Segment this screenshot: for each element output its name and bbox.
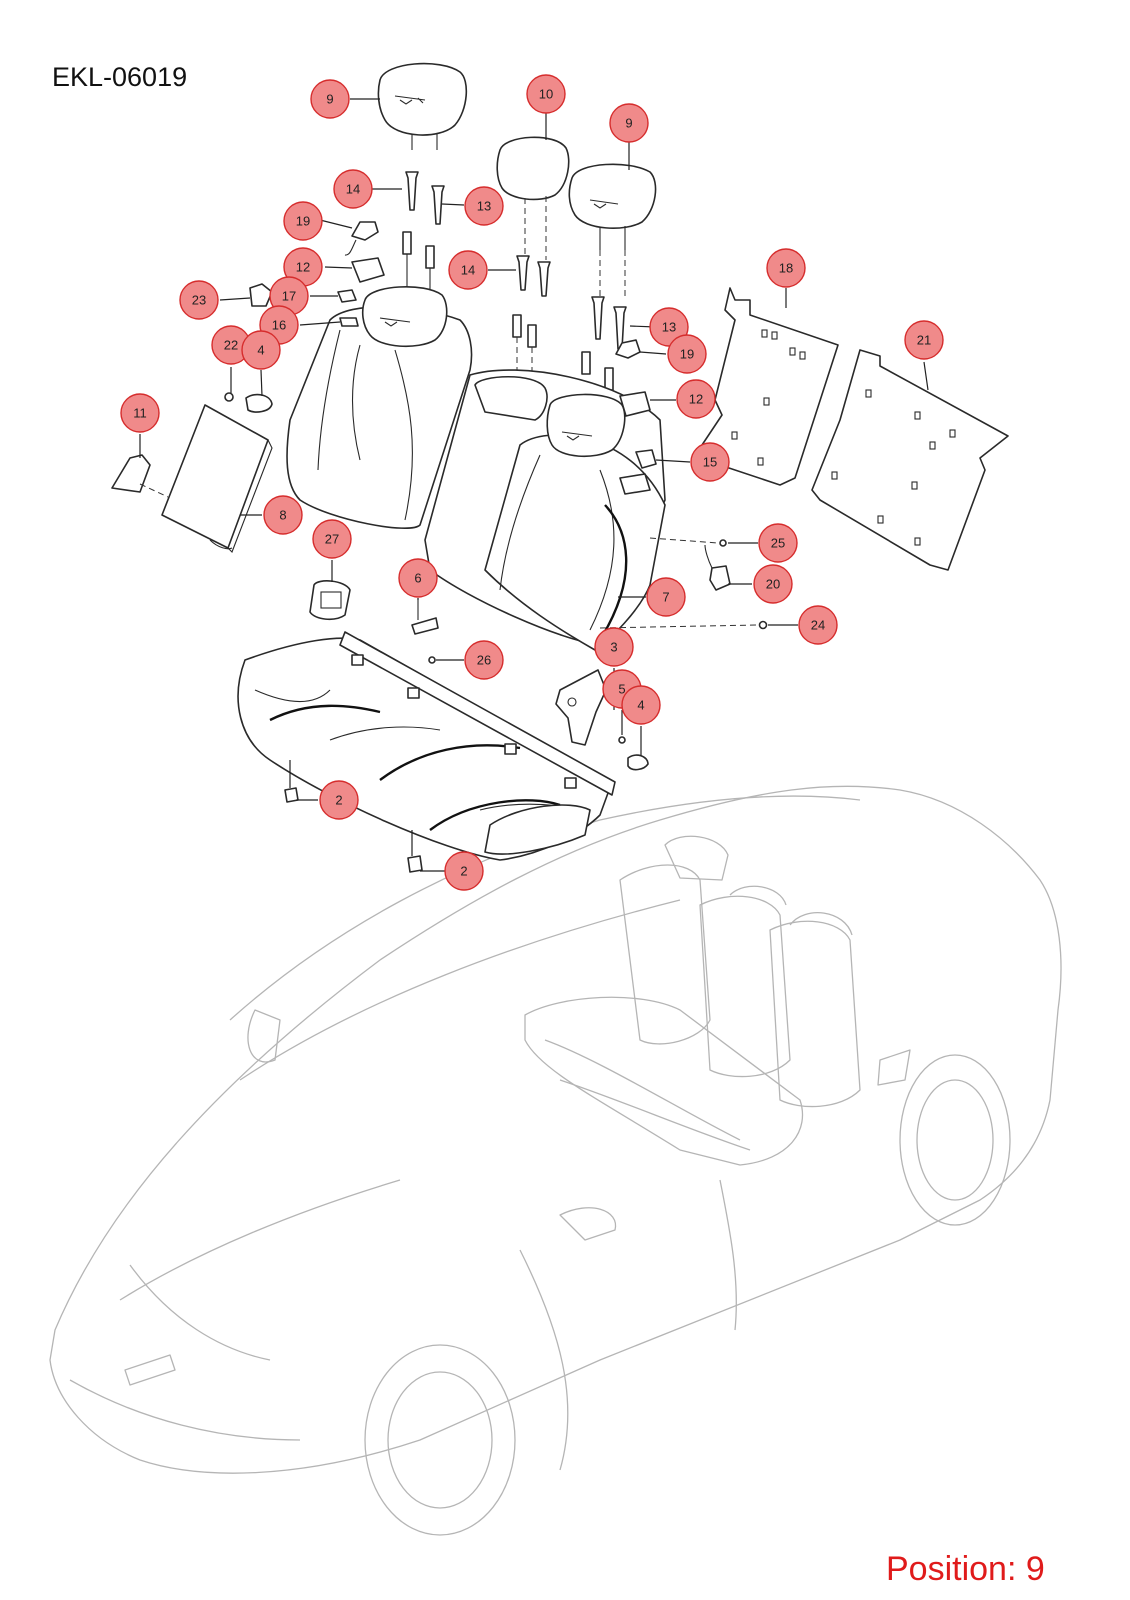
svg-text:2: 2 bbox=[460, 864, 467, 879]
callout-6: 6 bbox=[398, 558, 438, 598]
seatback-left bbox=[286, 286, 473, 529]
svg-text:5: 5 bbox=[618, 682, 625, 697]
svg-text:21: 21 bbox=[917, 333, 931, 348]
callout-8: 8 bbox=[263, 495, 303, 535]
callout-9-left: 9 bbox=[310, 79, 350, 119]
svg-text:11: 11 bbox=[133, 406, 147, 421]
callout-18: 18 bbox=[766, 248, 806, 288]
svg-text:27: 27 bbox=[325, 532, 339, 547]
callout-2-lower: 2 bbox=[444, 851, 484, 891]
callout-13-left: 13 bbox=[464, 186, 504, 226]
svg-text:7: 7 bbox=[662, 590, 669, 605]
headrest-guides-left bbox=[402, 171, 445, 290]
svg-text:2: 2 bbox=[335, 793, 342, 808]
svg-text:18: 18 bbox=[779, 261, 793, 276]
callout-12-right: 12 bbox=[676, 379, 716, 419]
svg-text:9: 9 bbox=[326, 92, 333, 107]
back-panel-right bbox=[811, 349, 1009, 571]
svg-text:9: 9 bbox=[625, 116, 632, 131]
svg-text:10: 10 bbox=[539, 87, 553, 102]
svg-text:12: 12 bbox=[296, 260, 310, 275]
svg-text:19: 19 bbox=[680, 347, 694, 362]
small-parts bbox=[224, 221, 768, 873]
diagram-code: EKL-06019 bbox=[52, 62, 188, 92]
callout-4-right: 4 bbox=[621, 685, 661, 725]
callout-2-upper: 2 bbox=[319, 780, 359, 820]
callout-11: 11 bbox=[120, 393, 160, 433]
svg-text:14: 14 bbox=[346, 182, 360, 197]
callout-9-right: 9 bbox=[609, 103, 649, 143]
position-label: Position: 9 bbox=[886, 1550, 1045, 1588]
svg-text:19: 19 bbox=[296, 214, 310, 229]
callout-26: 26 bbox=[464, 640, 504, 680]
svg-text:26: 26 bbox=[477, 653, 491, 668]
seatback-right bbox=[424, 369, 666, 651]
callouts: 9 10 9 14 13 19 12 23 17 16 22 4 11 8 14… bbox=[120, 74, 944, 891]
svg-text:13: 13 bbox=[662, 320, 676, 335]
svg-text:20: 20 bbox=[766, 577, 780, 592]
svg-text:25: 25 bbox=[771, 536, 785, 551]
callout-7: 7 bbox=[646, 577, 686, 617]
svg-text:8: 8 bbox=[279, 508, 286, 523]
leader-lines bbox=[139, 98, 929, 872]
svg-text:24: 24 bbox=[811, 618, 825, 633]
seat-cushion bbox=[237, 631, 616, 861]
car-illustration bbox=[49, 785, 1062, 1536]
svg-text:4: 4 bbox=[637, 698, 644, 713]
callout-19-left: 19 bbox=[283, 201, 323, 241]
callout-14-left: 14 bbox=[333, 169, 373, 209]
callout-3: 3 bbox=[594, 627, 634, 667]
svg-text:4: 4 bbox=[257, 343, 264, 358]
back-panel-left bbox=[699, 287, 839, 486]
svg-text:6: 6 bbox=[414, 571, 421, 586]
svg-text:22: 22 bbox=[224, 338, 238, 353]
callout-25: 25 bbox=[758, 523, 798, 563]
headrest-right bbox=[568, 163, 657, 300]
callout-23: 23 bbox=[179, 280, 219, 320]
svg-text:23: 23 bbox=[192, 293, 206, 308]
svg-text:16: 16 bbox=[272, 318, 286, 333]
svg-text:3: 3 bbox=[610, 640, 617, 655]
headrest-guides-center bbox=[512, 255, 551, 380]
bracket-left bbox=[111, 454, 169, 498]
callout-27: 27 bbox=[312, 519, 352, 559]
callout-20: 20 bbox=[753, 564, 793, 604]
callout-19-right: 19 bbox=[667, 334, 707, 374]
callout-15: 15 bbox=[690, 442, 730, 482]
callout-10: 10 bbox=[526, 74, 566, 114]
callout-24: 24 bbox=[798, 605, 838, 645]
svg-text:15: 15 bbox=[703, 455, 717, 470]
callout-21: 21 bbox=[904, 320, 944, 360]
headrest-center bbox=[496, 136, 570, 260]
callout-4-left: 4 bbox=[241, 330, 281, 370]
callout-22: 22 bbox=[211, 325, 251, 365]
callout-14-center: 14 bbox=[448, 250, 488, 290]
svg-text:12: 12 bbox=[689, 392, 703, 407]
armrest bbox=[161, 404, 273, 553]
svg-text:13: 13 bbox=[477, 199, 491, 214]
headrest-left bbox=[377, 62, 468, 150]
svg-text:17: 17 bbox=[282, 289, 296, 304]
headrest-guides-right bbox=[581, 296, 627, 391]
svg-text:14: 14 bbox=[461, 263, 475, 278]
